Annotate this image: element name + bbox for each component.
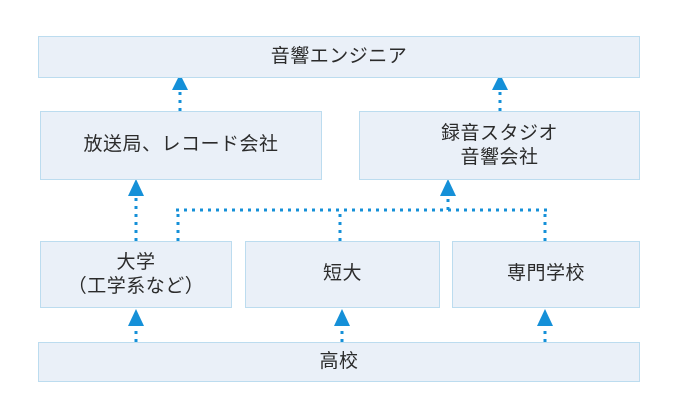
node-sound-engineer[interactable]: 音響エンジニア [38,36,640,78]
edge-broadcast-to-engineer [172,74,188,111]
node-junior-college[interactable]: 短大 [245,241,440,308]
node-university[interactable]: 大学 （工学系など） [40,241,232,308]
edge-highschool-to-vocational [537,309,553,342]
edge-highschool-to-junior-college [334,309,350,342]
edge-studio-to-engineer [492,74,508,111]
node-high-school[interactable]: 高校 [38,342,640,382]
node-vocational-school[interactable]: 専門学校 [452,241,640,308]
edge-highschool-to-university [128,309,144,342]
edge-schools-bus-to-studio [176,179,547,241]
node-studio-audio-company[interactable]: 録音スタジオ 音響会社 [359,111,640,180]
edge-university-to-broadcast [128,179,144,241]
node-broadcast-record[interactable]: 放送局、レコード会社 [40,111,322,180]
